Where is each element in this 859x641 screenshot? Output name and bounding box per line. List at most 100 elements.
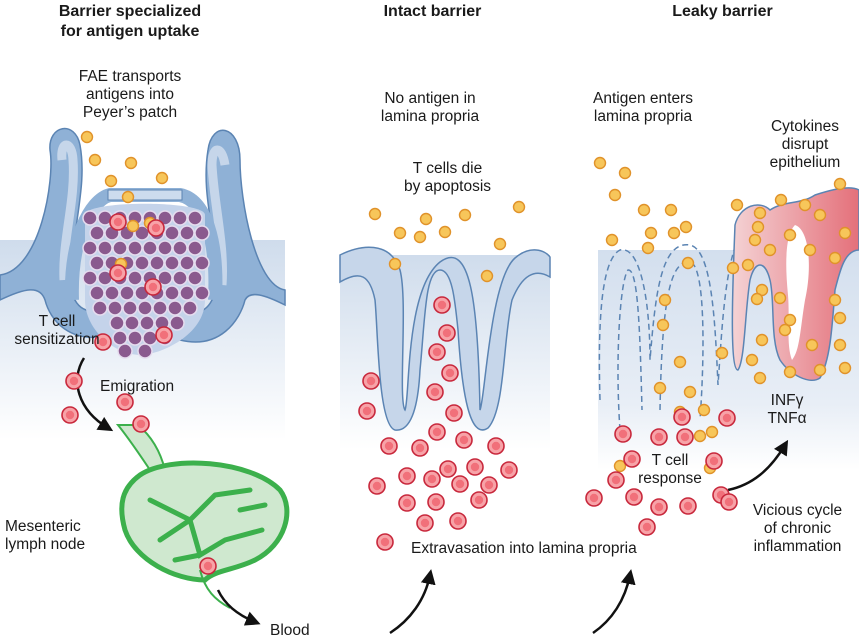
t-cell-nucleus	[366, 376, 376, 386]
lymphocyte	[179, 255, 195, 271]
t-cell-nucleus	[677, 412, 687, 422]
antigen-particle	[664, 203, 678, 217]
caption-line: T cells die	[412, 160, 483, 177]
lymphocyte	[194, 225, 210, 241]
antigen-particle	[104, 174, 118, 188]
t-cell-nucleus	[611, 475, 621, 485]
t-cells	[61, 213, 738, 575]
antigen-particle	[80, 130, 94, 144]
lymphocyte	[142, 330, 158, 346]
t-cell-nucleus	[504, 465, 514, 475]
label-line: sensitization	[14, 331, 100, 348]
t-cell-nucleus	[442, 328, 452, 338]
antigen-particle	[783, 313, 797, 327]
lymphocyte	[179, 225, 195, 241]
villus-left-core	[57, 140, 78, 281]
caption-line: lamina propria	[593, 108, 693, 125]
caption-line: Vicious cycle	[752, 502, 843, 519]
lymphocyte	[127, 270, 143, 286]
t-cell-nucleus	[384, 441, 394, 451]
t-cell-nucleus	[136, 419, 146, 429]
t-cell-nucleus	[627, 454, 637, 464]
label-cytokines: INFγ TNFα	[762, 392, 812, 428]
lymphocyte	[139, 315, 155, 331]
extravasation-arrow-1	[389, 569, 436, 635]
t-cell-nucleus	[459, 435, 469, 445]
caption-line: Cytokines	[770, 118, 840, 135]
antigen-particle	[730, 198, 744, 212]
antigen-particle	[715, 346, 729, 360]
panel-leaky-barrier	[592, 187, 859, 635]
t-cell-nucleus	[159, 330, 169, 340]
caption-fae-transport: FAE transports antigens into Peyer’s pat…	[60, 68, 200, 122]
t-cell-nucleus	[148, 282, 158, 292]
t-cell-nucleus	[629, 492, 639, 502]
lymphocyte	[187, 270, 203, 286]
lymphocyte	[142, 240, 158, 256]
caption-line: No antigen in	[384, 90, 476, 107]
t-cell-nucleus	[589, 493, 599, 503]
leaky-epithelium-dashed	[598, 227, 746, 401]
label-t-cell-sensitization: T cell sensitization	[2, 313, 112, 349]
antigen-particle	[658, 293, 672, 307]
antigen-particle	[803, 243, 817, 257]
antigen-particle	[705, 425, 719, 439]
t-cell-nucleus	[455, 479, 465, 489]
antigen-particle	[88, 153, 102, 167]
antigen-particle	[773, 291, 787, 305]
label-mesenteric-lymph-node: Mesenteric lymph node	[5, 518, 85, 554]
t-cell-nucleus	[120, 397, 130, 407]
t-cell-nucleus	[474, 495, 484, 505]
label-emigration: Emigration	[100, 378, 175, 395]
t-cell-nucleus	[432, 347, 442, 357]
lymphocyte	[82, 210, 98, 226]
lymphocyte	[134, 255, 150, 271]
t-cell-nucleus	[362, 406, 372, 416]
caption-line: disrupt	[781, 136, 829, 153]
lymphocyte	[89, 225, 105, 241]
t-cell-nucleus	[380, 537, 390, 547]
antigen-particle	[388, 257, 402, 271]
antigen-particle	[368, 207, 382, 221]
antigen-particle	[413, 230, 427, 244]
t-cell-nucleus	[683, 501, 693, 511]
antigen-particle	[726, 261, 740, 275]
lymphocyte	[117, 343, 133, 359]
extravasation-arrow-2	[592, 569, 636, 635]
fae-m-cells	[107, 189, 183, 201]
lymphocyte	[167, 300, 183, 316]
lymphocyte	[112, 330, 128, 346]
antigen-particle	[833, 338, 847, 352]
caption-no-antigen: No antigen in lamina propria	[365, 90, 495, 126]
label-line: response	[638, 470, 702, 487]
title-line: Barrier specialized	[58, 3, 202, 20]
antigen-particle	[798, 198, 812, 212]
t-cell-nucleus	[724, 497, 734, 507]
lymphocyte	[164, 285, 180, 301]
antigen-particle	[593, 156, 607, 170]
antigen-particle	[667, 226, 681, 240]
lymphocyte	[194, 255, 210, 271]
t-cell-nucleus	[372, 481, 382, 491]
antigen-particle	[637, 203, 651, 217]
antigen-particles	[80, 130, 852, 475]
t-cell-nucleus	[431, 497, 441, 507]
antigen-particle	[751, 220, 765, 234]
label-line: lymph node	[5, 536, 86, 553]
antigen-particle	[833, 311, 847, 325]
lymphocyte	[164, 255, 180, 271]
t-cell-nucleus	[680, 432, 690, 442]
antigen-particle	[613, 459, 627, 473]
antigen-particle	[750, 292, 764, 306]
lymphocyte	[119, 285, 135, 301]
lymphocyte	[149, 255, 165, 271]
t-cell-nucleus	[453, 516, 463, 526]
lymphocyte	[89, 285, 105, 301]
t-cell-nucleus	[654, 432, 664, 442]
antigen-particle	[608, 188, 622, 202]
antigen-particle	[813, 363, 827, 377]
antigen-particle	[778, 323, 792, 337]
antigen-particle	[838, 361, 852, 375]
antigen-particle	[755, 333, 769, 347]
